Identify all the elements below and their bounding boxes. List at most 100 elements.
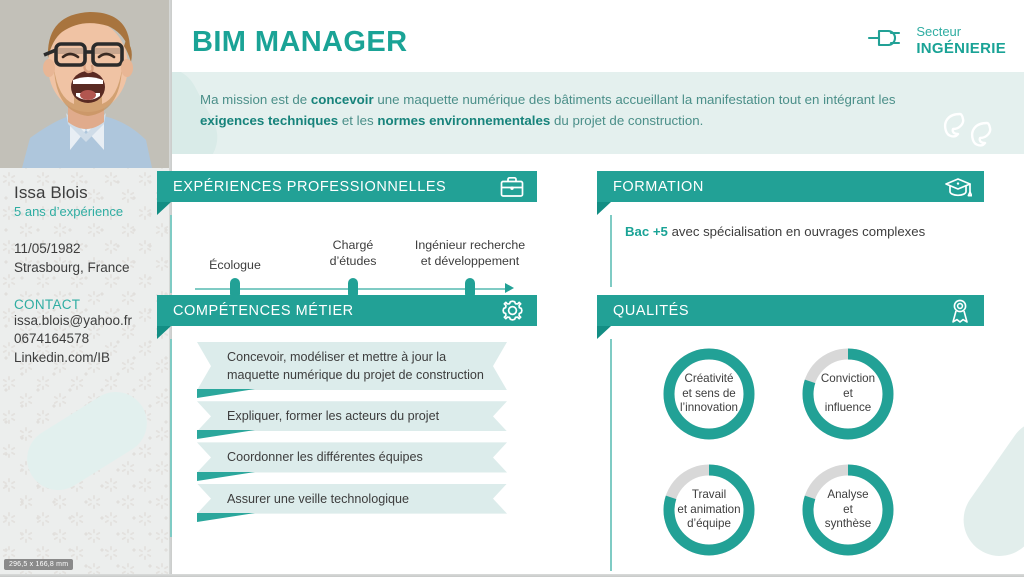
quality-donut-1: Conviction et influence: [798, 344, 898, 444]
page-title: BIM MANAGER: [192, 26, 408, 58]
ribbon-fold-0: [197, 389, 255, 399]
list-item: Coordonner les différentes équipes: [197, 442, 537, 481]
timeline-label-1-line2: d’études: [329, 253, 377, 268]
timeline-dot-0: [230, 278, 240, 299]
profile-location: Strasbourg, France: [14, 259, 130, 275]
section-competences: COMPÉTENCES MÉTIER Concevoir, modéliser …: [157, 295, 537, 537]
formation-detail: avec spécialisation en ouvrages complexe…: [667, 224, 926, 239]
mission-banner: Ma mission est de concevoir une maquette…: [172, 72, 1024, 154]
quality-label-2: Travail et animation d’équipe: [677, 487, 741, 531]
competence-text-2: Coordonner les différentes équipes: [227, 450, 423, 465]
section-title-formation: FORMATION: [613, 178, 704, 195]
quotation-marks-icon: [940, 110, 1002, 154]
formation-entry: Bac +5 avec spécialisation en ouvrages c…: [597, 202, 984, 242]
contact-phone[interactable]: 0674164578: [14, 331, 90, 347]
contact-details: issa.blois@yahoo.fr 0674164578 Linkedin.…: [14, 312, 164, 367]
section-formation: FORMATION Bac +5 avec spécialisation en …: [597, 171, 984, 287]
timeline-label-0: Écologue: [209, 258, 261, 274]
section-body-experiences: Écologue Chargé d’études Ingénieur reche…: [157, 202, 537, 310]
mission-bold-1: concevoir: [310, 92, 374, 107]
section-title-experiences: EXPÉRIENCES PROFESSIONNELLES: [173, 178, 447, 195]
mission-part-3: et les: [338, 112, 378, 128]
sector-label: Secteur: [916, 24, 962, 39]
section-header-competences: COMPÉTENCES MÉTIER: [157, 295, 537, 326]
sector-block: Secteur INGÉNIERIE: [867, 24, 1006, 58]
list-item: Expliquer, former les acteurs du projet: [197, 401, 537, 440]
formation-level: Bac +5: [625, 224, 668, 239]
timeline-label-1-line1: Chargé: [332, 238, 374, 252]
plug-icon: [867, 24, 907, 57]
avatar: [0, 0, 172, 168]
mission-bold-2: exigences techniques: [200, 112, 339, 128]
mission-bold-3: normes environnementales: [377, 112, 551, 128]
profile-birthdate: 11/05/1982: [14, 241, 81, 257]
section-body-formation: Bac +5 avec spécialisation en ouvrages c…: [597, 202, 984, 242]
ribbon-fold-1: [197, 430, 255, 440]
section-fold-competences: [157, 326, 171, 339]
quality-arc-3: [802, 464, 894, 556]
competence-text-0: Concevoir, modéliser et mettre à jour la…: [227, 350, 484, 383]
experience-timeline: Écologue Chargé d’études Ingénieur reche…: [157, 202, 537, 310]
briefcase-icon: [499, 176, 525, 198]
mission-part-1: Ma mission est de: [200, 92, 311, 107]
section-header-qualites: QUALITÉS: [597, 295, 984, 326]
section-header-formation: FORMATION: [597, 171, 984, 202]
sector-value: INGÉNIERIE: [916, 39, 1006, 57]
section-title-qualites: QUALITÉS: [613, 302, 690, 319]
profile-name: Issa Blois: [14, 183, 88, 202]
competence-ribbon-1: Expliquer, former les acteurs du projet: [197, 401, 507, 431]
competence-ribbon-3: Assurer une veille technologique: [197, 484, 507, 514]
list-item: Concevoir, modéliser et mettre à jour la…: [197, 342, 537, 399]
section-rule-qualites: [610, 339, 612, 571]
sector-text: Secteur INGÉNIERIE: [916, 24, 1006, 58]
contact-email[interactable]: issa.blois@yahoo.fr: [14, 312, 133, 328]
contact-linkedin[interactable]: Linkedin.com/IB: [14, 349, 111, 365]
award-ribbon-icon: [948, 298, 972, 324]
quality-label-0: Créativité et sens de l’innovation: [679, 371, 738, 415]
sidebar-star-pattern: [0, 168, 172, 577]
mission-part-4: du projet de construction.: [550, 112, 704, 128]
section-fold-qualites: [597, 326, 611, 339]
ribbon-fold-3: [197, 512, 255, 522]
contact-heading: CONTACT: [14, 296, 81, 312]
qualities-chart: Créativité et sens de l’innovation Convi…: [597, 326, 937, 560]
timeline-label-0-line1: Écologue: [209, 258, 261, 272]
timeline-label-2-line2: et développement: [420, 253, 520, 268]
quality-label-1: Conviction et influence: [820, 371, 876, 415]
list-item: Assurer une veille technologique: [197, 484, 537, 522]
section-qualites: QUALITÉS Créativité et sens de: [597, 295, 984, 571]
section-header-experiences: EXPÉRIENCES PROFESSIONNELLES: [157, 171, 537, 202]
quality-donut-2: Travail et animation d’équipe: [659, 460, 759, 560]
competence-ribbon-0: Concevoir, modéliser et mettre à jour la…: [197, 342, 507, 390]
mission-text: Ma mission est de concevoir une maquette…: [200, 90, 940, 131]
section-fold-experiences: [157, 202, 171, 215]
dimensions-badge: 296,5 x 166,8 mm: [4, 559, 74, 570]
quality-arc-0: [663, 348, 755, 440]
section-rule-experiences: [170, 215, 172, 293]
timeline-arrow-icon: [505, 283, 514, 293]
ribbon-fold-2: [197, 471, 255, 481]
section-rule-formation: [610, 215, 612, 287]
quality-label-3: Analyse et synthèse: [824, 487, 872, 531]
section-title-competences: COMPÉTENCES MÉTIER: [173, 302, 354, 319]
competence-text-3: Assurer une veille technologique: [227, 491, 410, 506]
graduation-cap-icon: [944, 175, 972, 199]
quality-arc-2: [663, 464, 755, 556]
quality-donut-0: Créativité et sens de l’innovation: [659, 344, 759, 444]
timeline-label-1: Chargé d’études: [330, 238, 377, 269]
profile-sidebar: Issa Blois 5 ans d’expérience 11/05/1982…: [0, 0, 172, 577]
mission-part-2: une maquette numérique des bâtiments acc…: [373, 92, 896, 107]
competence-ribbon-2: Coordonner les différentes équipes: [197, 442, 507, 472]
quality-arc-1: [802, 348, 894, 440]
profile-birth-location: 11/05/1982 Strasbourg, France: [14, 240, 164, 277]
section-rule-competences: [170, 339, 172, 537]
profile-info: Issa Blois 5 ans d’expérience 11/05/1982…: [14, 182, 164, 367]
section-experiences: EXPÉRIENCES PROFESSIONNELLES: [157, 171, 537, 310]
section-fold-formation: [597, 202, 611, 215]
timeline-dot-2: [465, 278, 475, 299]
timeline-label-2: Ingénieur recherche et développement: [390, 238, 550, 269]
quality-donut-3: Analyse et synthèse: [798, 460, 898, 560]
profile-experience-years: 5 ans d’expérience: [14, 204, 124, 220]
competence-text-1: Expliquer, former les acteurs du projet: [227, 409, 440, 424]
